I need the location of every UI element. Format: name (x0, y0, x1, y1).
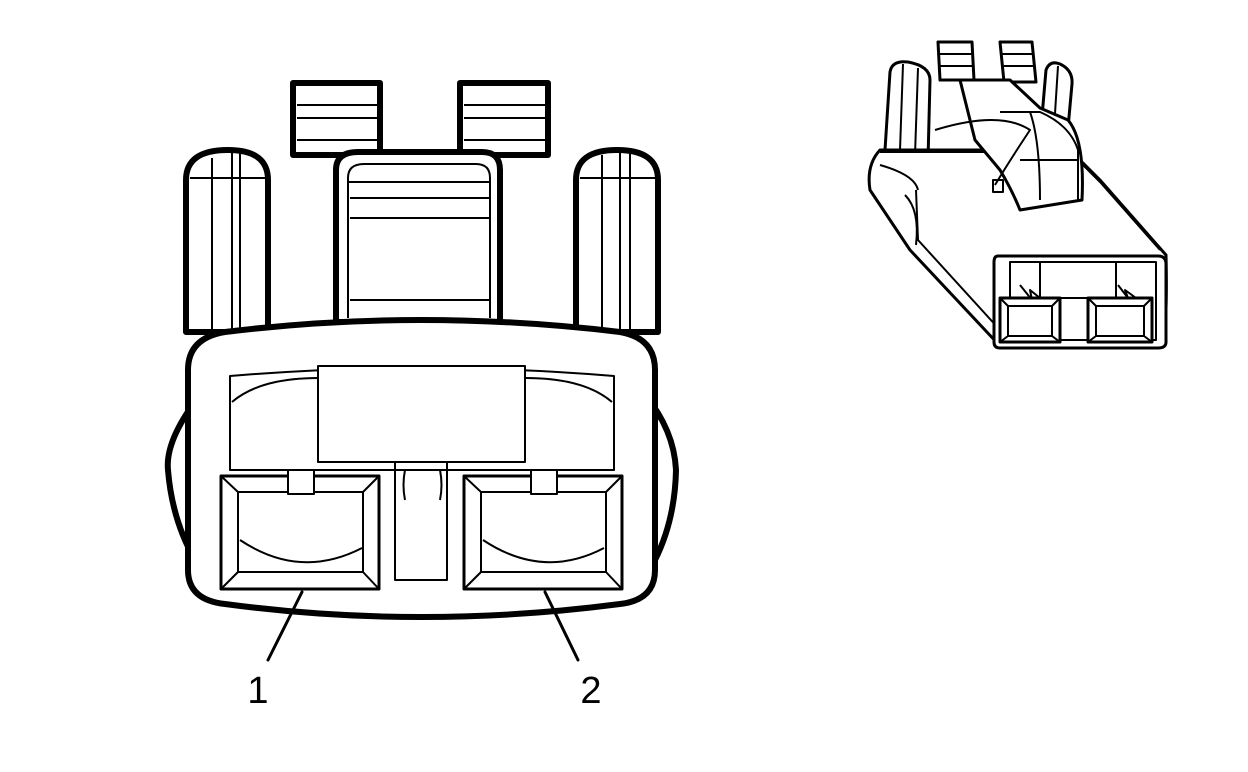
iso-terminal-cavity-1 (998, 296, 1062, 344)
leader-line-2 (543, 590, 580, 662)
locking-arm (333, 149, 503, 325)
iso-post-left (883, 60, 932, 162)
callout-label-1: 1 (247, 670, 268, 712)
connector-front-view: 1 2 (164, 80, 679, 712)
iso-latch-tabs (936, 40, 1038, 84)
latch-tab-right (457, 80, 551, 158)
connector-isometric-view (867, 40, 1168, 350)
side-rail-left (183, 147, 271, 335)
center-key-block (317, 365, 526, 463)
latch-tab-left (290, 80, 383, 158)
terminal-cavity-1 (219, 469, 381, 591)
callout-label-2: 2 (580, 670, 601, 712)
leader-line-1 (266, 590, 304, 662)
side-rail-right (573, 147, 661, 335)
iso-terminal-cavity-2 (1086, 296, 1154, 344)
center-slot (394, 461, 448, 581)
terminal-cavity-2 (462, 469, 624, 591)
